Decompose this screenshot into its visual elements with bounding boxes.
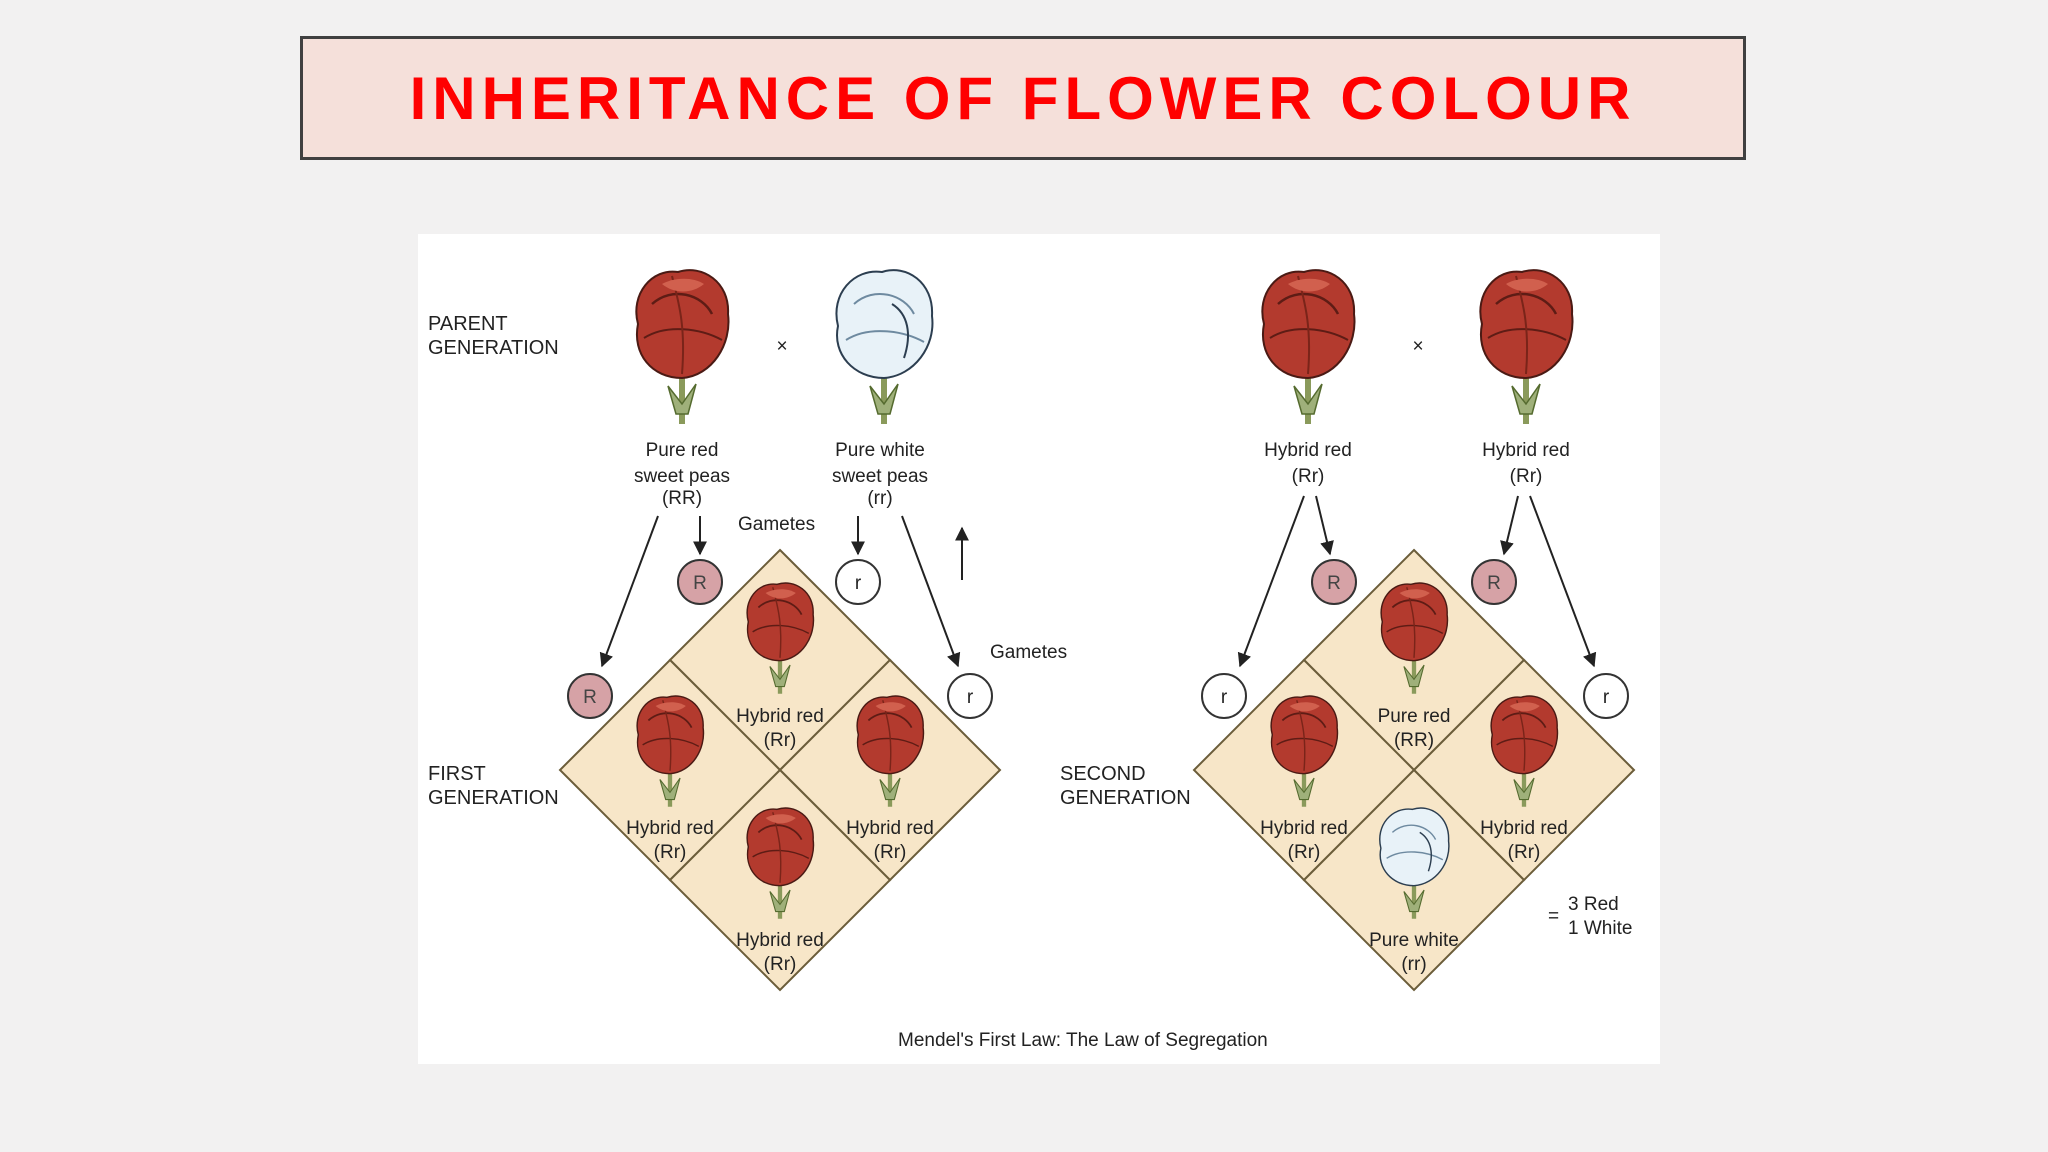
parent-left-label-line3: (RR) <box>662 488 702 509</box>
parent-generation-line2: GENERATION <box>428 337 559 359</box>
first-generation-line1: FIRST <box>428 763 486 785</box>
gamete-circle-R: R <box>677 559 723 605</box>
gametes-label-1: Gametes <box>738 514 815 535</box>
gamete-label: r <box>855 573 862 594</box>
offspring-label: Hybrid red <box>1260 818 1348 839</box>
parent-hybrid-red-flower <box>1480 270 1572 424</box>
parent-left-label-2: Hybrid red (Rr) <box>1264 440 1352 487</box>
gamete-circle-r: r <box>947 673 993 719</box>
offspring-label: (Rr) <box>874 842 907 863</box>
arrow-line <box>1500 495 1519 556</box>
gamete-label: R <box>693 573 707 594</box>
offspring-label: Hybrid red <box>736 930 824 951</box>
offspring-label: Pure red <box>1378 706 1451 727</box>
arrow-line <box>1529 495 1597 668</box>
title-banner: INHERITANCE OF FLOWER COLOUR <box>300 36 1746 160</box>
offspring-label: (Rr) <box>1508 842 1541 863</box>
parent-right-label: Pure white sweet peas (rr) <box>832 440 928 509</box>
gamete-label: R <box>1487 573 1501 594</box>
offspring-label: (Rr) <box>1288 842 1321 863</box>
parent-generation-label: PARENT GENERATION <box>428 313 559 359</box>
ratio-white: 1 White <box>1568 918 1632 939</box>
offspring-label: Hybrid red <box>736 706 824 727</box>
arrow-line <box>1237 495 1305 668</box>
cross-2: × Hybrid red (Rr) Hybrid red (Rr) R r R <box>1192 270 1636 992</box>
gamete-circle-R: R <box>1471 559 1517 605</box>
arrow-line <box>599 515 659 668</box>
parent-generation-line1: PARENT <box>428 313 508 335</box>
parent-right-label-2-line2: (Rr) <box>1510 466 1543 487</box>
ratio-result: = 3 Red 1 White <box>1548 894 1632 939</box>
parent-left-label-line2: sweet peas <box>634 466 730 487</box>
page-title: INHERITANCE OF FLOWER COLOUR <box>409 64 1637 132</box>
parent-right-label-2-line1: Hybrid red <box>1482 440 1570 461</box>
gamete-label: R <box>1327 573 1341 594</box>
arrow-line <box>1315 495 1334 556</box>
offspring-label: Hybrid red <box>626 818 714 839</box>
cross-1: × Pure red sweet peas (RR) Pure white sw… <box>558 270 1067 992</box>
parent-right-label-line1: Pure white <box>835 440 925 461</box>
second-generation-line1: SECOND <box>1060 763 1146 785</box>
offspring-label: (Rr) <box>764 730 797 751</box>
first-generation-line2: GENERATION <box>428 787 559 809</box>
parent-white-flower <box>836 270 932 424</box>
offspring-label: Pure white <box>1369 930 1459 951</box>
gamete-label: R <box>583 687 597 708</box>
offspring-label: (Rr) <box>764 954 797 975</box>
arrow-line <box>901 515 961 668</box>
parent-left-label: Pure red sweet peas (RR) <box>634 440 730 509</box>
parent-left-label-2-line2: (Rr) <box>1292 466 1325 487</box>
offspring-label: (RR) <box>1394 730 1434 751</box>
punnett-diamond-2: Pure red (RR) Hybrid red (Rr) Hybrid red… <box>1192 548 1636 992</box>
figure-caption: Mendel's First Law: The Law of Segregati… <box>898 1030 1268 1051</box>
gamete-circle-r: r <box>835 559 881 605</box>
ratio-red: 3 Red <box>1568 894 1619 915</box>
offspring-label: (rr) <box>1401 954 1426 975</box>
offspring-label: Hybrid red <box>846 818 934 839</box>
gametes-label-2: Gametes <box>990 642 1067 663</box>
second-generation-label: SECOND GENERATION <box>1060 763 1191 809</box>
punnett-diamond-1: Hybrid red (Rr) Hybrid red (Rr) Hybrid r… <box>558 548 1002 992</box>
parent-right-label-2: Hybrid red (Rr) <box>1482 440 1570 487</box>
gamete-circle-R: R <box>1311 559 1357 605</box>
second-generation-line2: GENERATION <box>1060 787 1191 809</box>
gamete-circle-R: R <box>567 673 613 719</box>
gamete-circle-r: r <box>1583 673 1629 719</box>
parent-right-label-line3: (rr) <box>867 488 892 509</box>
first-generation-label: FIRST GENERATION <box>428 763 559 809</box>
cross-symbol-2: × <box>1412 336 1423 357</box>
cross-symbol-1: × <box>776 336 787 357</box>
diagram-canvas: PARENT GENERATION FIRST GENERATION SECON… <box>428 234 1636 1051</box>
offspring-label: Hybrid red <box>1480 818 1568 839</box>
parent-left-label-line1: Pure red <box>646 440 719 461</box>
parent-right-label-line2: sweet peas <box>832 466 928 487</box>
parent-left-label-2-line1: Hybrid red <box>1264 440 1352 461</box>
parent-hybrid-red-flower <box>1262 270 1354 424</box>
ratio-equals: = <box>1548 906 1559 927</box>
gamete-label: r <box>967 687 974 708</box>
gamete-label: r <box>1221 687 1228 708</box>
mendel-diagram: PARENT GENERATION FIRST GENERATION SECON… <box>418 234 1660 1064</box>
gamete-label: r <box>1603 687 1610 708</box>
offspring-label: (Rr) <box>654 842 687 863</box>
gamete-circle-r: r <box>1201 673 1247 719</box>
parent-red-flower <box>636 270 728 424</box>
